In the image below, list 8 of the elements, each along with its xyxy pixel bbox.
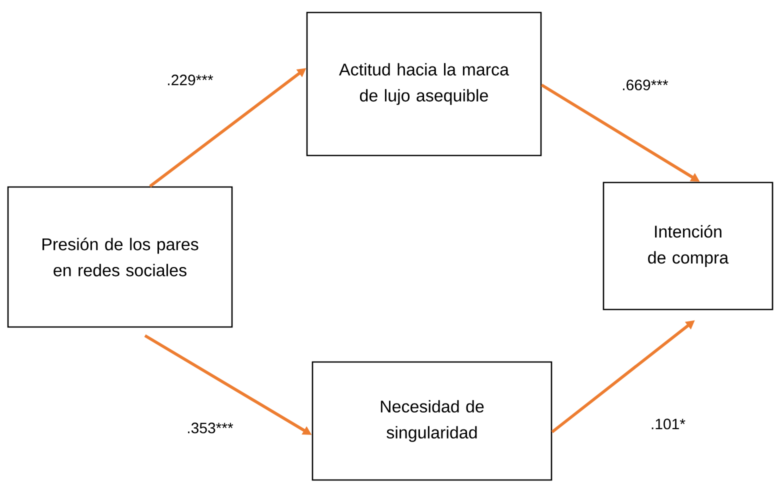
edge-label: .229***	[166, 74, 214, 86]
construct-box: Actitud hacia la marca de lujo asequible	[306, 12, 542, 156]
edge-label: .669***	[620, 78, 670, 92]
construct-box: Presión de los pares en redes sociales	[7, 186, 233, 328]
edge-label: .101*	[649, 418, 687, 430]
construct-box: Necesidad de singularidad	[312, 361, 552, 481]
construct-box: Intención de compra	[602, 182, 774, 310]
edge-label: .353***	[186, 422, 234, 434]
